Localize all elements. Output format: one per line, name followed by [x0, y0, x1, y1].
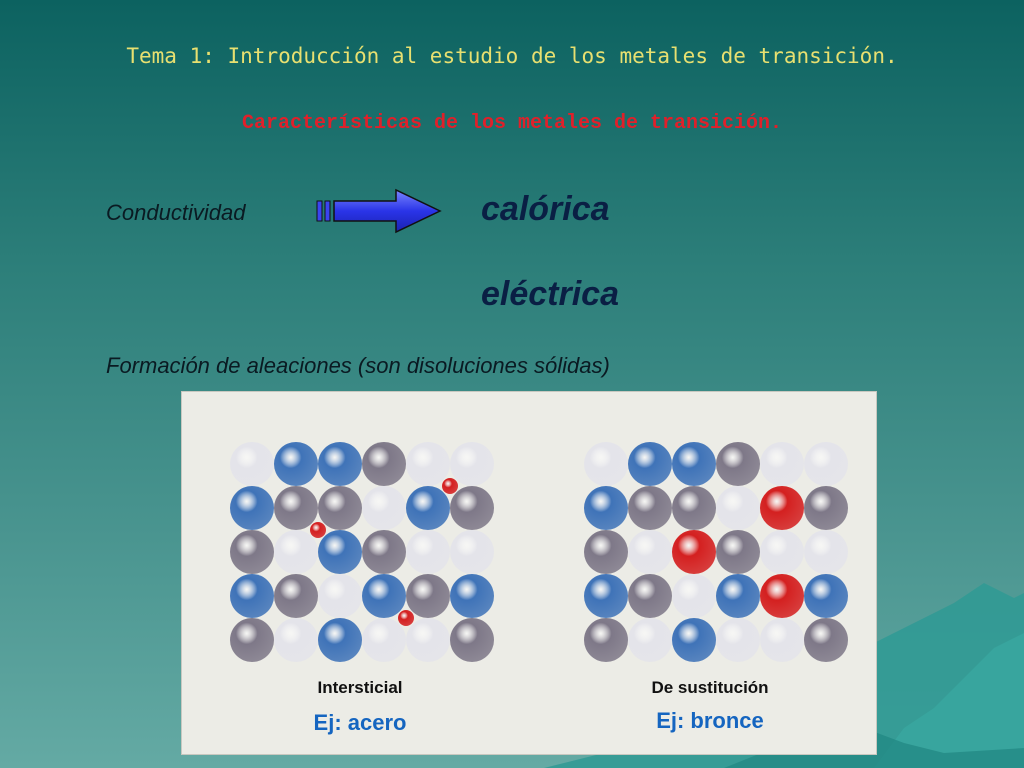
- gray-atom: [274, 486, 318, 530]
- blue-atom: [672, 442, 716, 486]
- gray-atom: [716, 530, 760, 574]
- blue-atom: [450, 574, 494, 618]
- white-atom: [406, 618, 450, 662]
- white-atom: [450, 530, 494, 574]
- red-atom: [672, 530, 716, 574]
- gray-atom: [230, 530, 274, 574]
- white-atom: [760, 442, 804, 486]
- calorica-text: calórica: [481, 190, 610, 228]
- blue-atom: [628, 442, 672, 486]
- blue-atom: [672, 618, 716, 662]
- white-atom: [406, 442, 450, 486]
- substitution-example: Ej: bronce: [656, 708, 764, 733]
- white-atom: [318, 574, 362, 618]
- gray-atom: [450, 618, 494, 662]
- electrica-text: eléctrica: [481, 275, 619, 313]
- interstitial-label: Intersticial: [317, 678, 403, 697]
- blue-atom: [230, 574, 274, 618]
- white-atom: [450, 442, 494, 486]
- white-atom: [716, 618, 760, 662]
- blue-atom: [584, 486, 628, 530]
- interstitial-example: Ej: acero: [313, 710, 407, 735]
- white-atom: [672, 574, 716, 618]
- white-atom: [760, 530, 804, 574]
- right-arrow-icon: [316, 188, 442, 234]
- gray-atom: [628, 574, 672, 618]
- blue-atom: [584, 574, 628, 618]
- white-atom: [760, 618, 804, 662]
- slide-title: Tema 1: Introducción al estudio de los m…: [126, 44, 898, 68]
- white-atom: [804, 530, 848, 574]
- white-atom: [406, 530, 450, 574]
- blue-atom: [274, 442, 318, 486]
- substitutional-lattice: [584, 442, 848, 662]
- substitution-label: De sustitución: [651, 678, 769, 697]
- blue-atom: [230, 486, 274, 530]
- gray-atom: [804, 618, 848, 662]
- blue-atom: [406, 486, 450, 530]
- red-atom: [760, 574, 804, 618]
- gray-atom: [628, 486, 672, 530]
- gray-atom: [362, 442, 406, 486]
- blue-atom: [804, 574, 848, 618]
- blue-atom: [318, 530, 362, 574]
- interstitial-atom: [310, 522, 326, 538]
- white-atom: [584, 442, 628, 486]
- blue-atom: [716, 574, 760, 618]
- gray-atom: [406, 574, 450, 618]
- interstitial-atom: [398, 610, 414, 626]
- white-atom: [804, 442, 848, 486]
- blue-atom: [318, 442, 362, 486]
- blue-atom: [362, 574, 406, 618]
- blue-atom: [318, 618, 362, 662]
- aleaciones-text: Formación de aleaciones (son disolucione…: [106, 353, 610, 378]
- gray-atom: [230, 618, 274, 662]
- white-atom: [628, 530, 672, 574]
- white-atom: [274, 530, 318, 574]
- white-atom: [230, 442, 274, 486]
- white-atom: [628, 618, 672, 662]
- gray-atom: [450, 486, 494, 530]
- gray-atom: [584, 530, 628, 574]
- interstitial-atom: [442, 478, 458, 494]
- interstitial-lattice: [230, 442, 494, 662]
- gray-atom: [274, 574, 318, 618]
- gray-atom: [362, 530, 406, 574]
- alloy-figure: Intersticial Ej: acero De sustitución Ej…: [181, 391, 877, 755]
- white-atom: [716, 486, 760, 530]
- gray-atom: [804, 486, 848, 530]
- white-atom: [362, 618, 406, 662]
- gray-atom: [716, 442, 760, 486]
- slide-subtitle: Características de los metales de transi…: [241, 112, 783, 135]
- gray-atom: [584, 618, 628, 662]
- white-atom: [362, 486, 406, 530]
- gray-atom: [318, 486, 362, 530]
- conductividad-label: Conductividad: [106, 200, 246, 225]
- gray-atom: [672, 486, 716, 530]
- white-atom: [274, 618, 318, 662]
- red-atom: [760, 486, 804, 530]
